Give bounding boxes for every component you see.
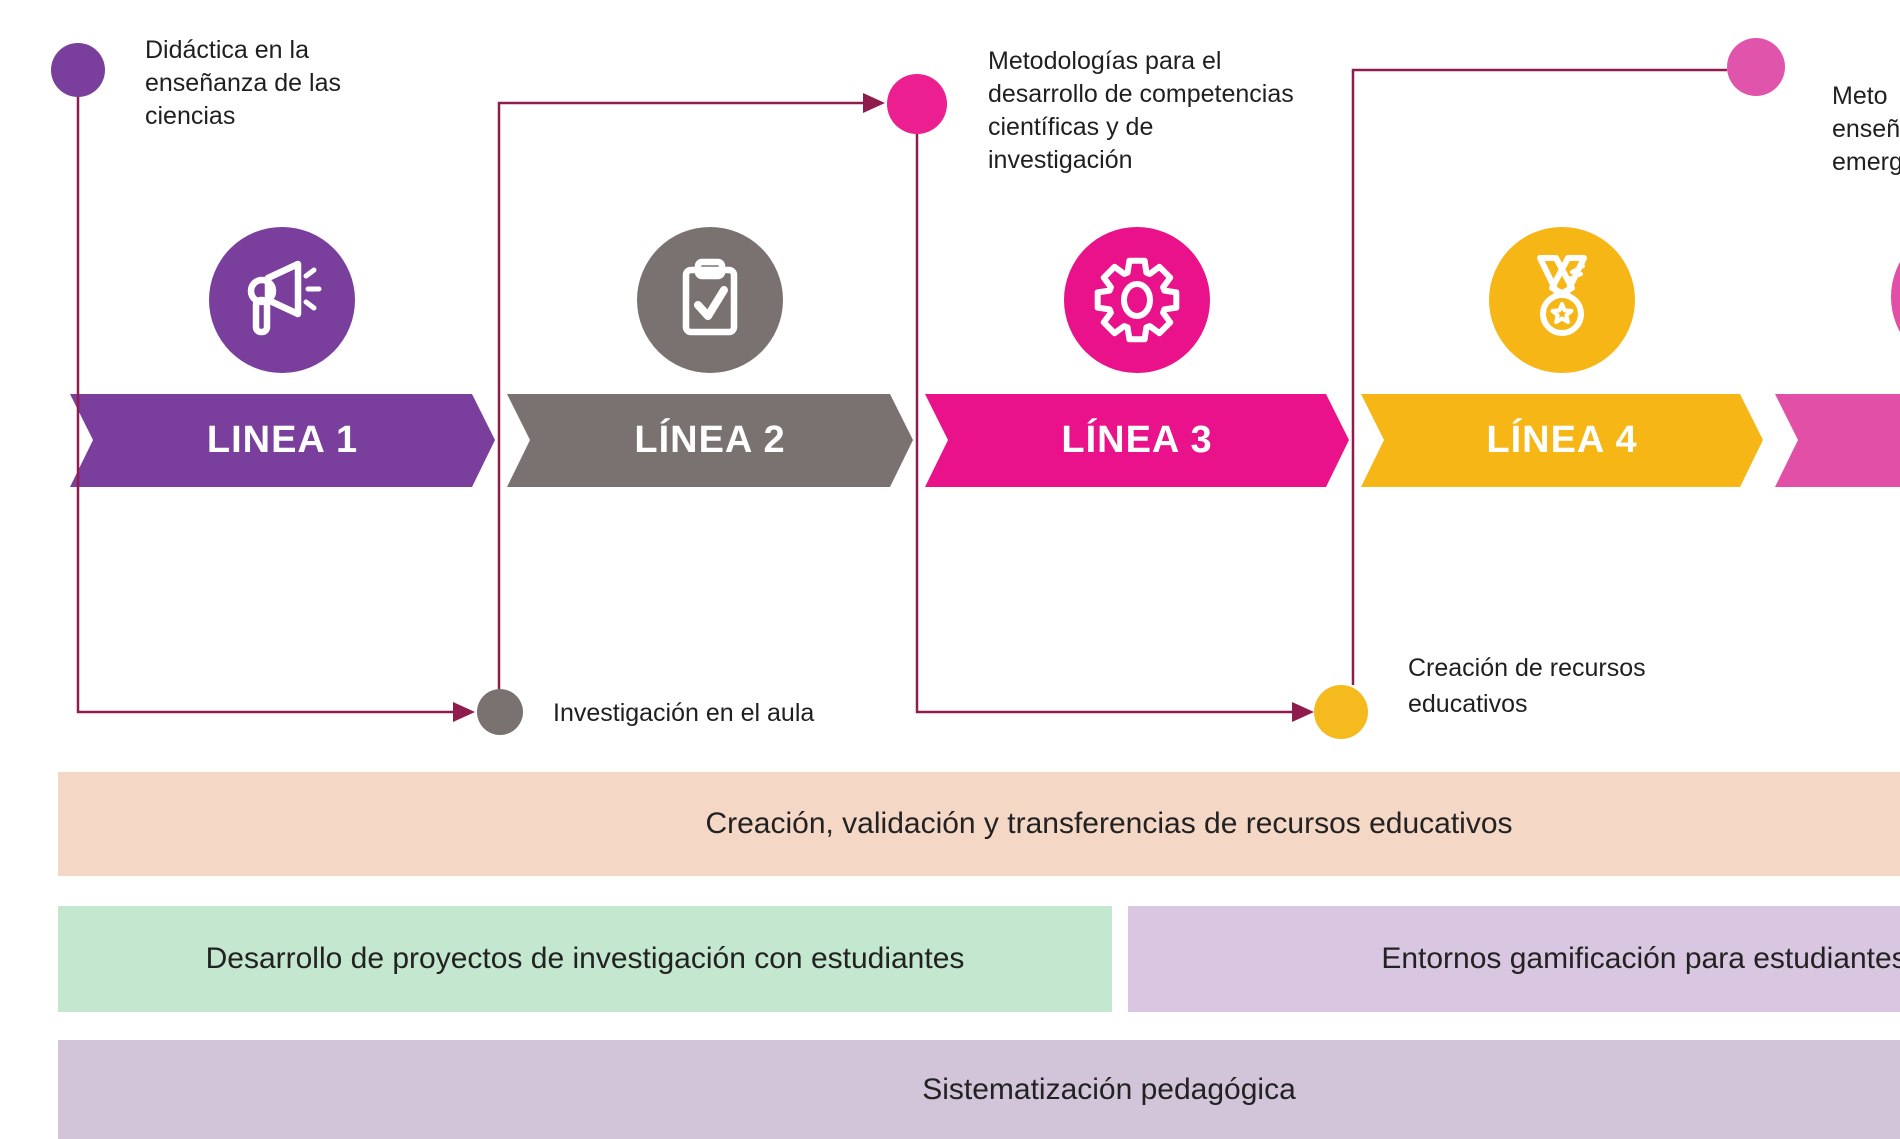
arrowhead-1 [453, 702, 475, 722]
callout-line: enseñanza de las [145, 69, 341, 97]
connector-line-4 [1351, 68, 1727, 685]
callout-dot-didactica [51, 43, 105, 97]
connector-line-3 [915, 134, 1292, 714]
callout-text-investigacion-aula: Investigación en el aula [553, 697, 814, 730]
icon-circle-linea-2 [637, 227, 783, 373]
callout-line: desarrollo de competencias [988, 80, 1294, 108]
banner-linea-2 [507, 394, 913, 487]
gear-icon [1094, 257, 1180, 343]
callout-line: Investigación en el aula [553, 699, 815, 727]
callout-dot-investigacion-aula [477, 689, 523, 735]
callout-line: Didáctica en la [145, 36, 309, 64]
callout-dot-metodologias [887, 74, 947, 134]
banner-linea-5 [1775, 394, 1900, 487]
connector-lines [76, 68, 1727, 714]
callout-text-recursos: Creación de recursos educativos [1408, 650, 1646, 722]
connector-line-1 [76, 96, 453, 714]
banner-linea-4 [1361, 394, 1763, 487]
bar-creacion-validacion: Creación, validación y transferencias de… [58, 772, 1900, 876]
callout-dot-recursos [1314, 685, 1368, 739]
callout-text-emergentes: Meto enseñ emerg [1832, 80, 1900, 179]
callout-line: científicas y de [988, 113, 1154, 141]
banner-linea-3 [925, 394, 1349, 487]
bar-text: Sistematización pedagógica [922, 1072, 1296, 1106]
callout-text-metodologias: Metodologías para el desarrollo de compe… [988, 45, 1294, 177]
arrowhead-2 [863, 93, 885, 113]
bar-desarrollo-proyectos: Desarrollo de proyectos de investigación… [58, 906, 1112, 1012]
icon-circle-linea-1 [209, 227, 355, 373]
callout-text-didactica: Didáctica en la enseñanza de las ciencia… [145, 34, 341, 133]
callout-line: investigación [988, 146, 1133, 174]
bar-text: Desarrollo de proyectos de investigación… [205, 942, 965, 975]
banner-linea-1 [70, 394, 495, 487]
bar-entornos-gamificacion: Entornos gamificación para estudiantes [1128, 906, 1900, 1012]
callout-line: Creación de recursos [1408, 654, 1646, 682]
banner-label-linea-4: LÍNEA 4 [1486, 419, 1638, 461]
banner-label-linea-1: LINEA 1 [206, 419, 359, 461]
callout-line: emerg [1832, 148, 1900, 176]
bar-text: Entornos gamificación para estudiantes [1381, 942, 1900, 975]
megaphone-icon [247, 260, 322, 336]
banner-label-linea-2: LÍNEA 2 [634, 419, 786, 461]
icon-circle-linea-4 [1489, 227, 1635, 373]
callout-line: Metodologías para el [988, 47, 1222, 75]
bar-text: Creación, validación y transferencias de… [705, 807, 1513, 840]
callout-line: enseñ [1832, 115, 1900, 143]
arrowhead-3 [1292, 702, 1314, 722]
icon-circle-linea-3 [1064, 227, 1210, 373]
clipboard-check-icon [682, 258, 738, 336]
callout-line: Meto [1832, 82, 1888, 110]
medal-icon [1537, 255, 1587, 336]
callout-line: educativos [1408, 690, 1528, 718]
banner-label-linea-3: LÍNEA 3 [1061, 419, 1213, 461]
callout-dot-emergentes [1727, 38, 1785, 96]
icon-circle-linea-5 [1891, 261, 1900, 333]
callout-line: ciencias [145, 102, 236, 130]
bar-sistematizacion: Sistematización pedagógica [58, 1040, 1900, 1139]
connector-line-2 [497, 101, 863, 689]
